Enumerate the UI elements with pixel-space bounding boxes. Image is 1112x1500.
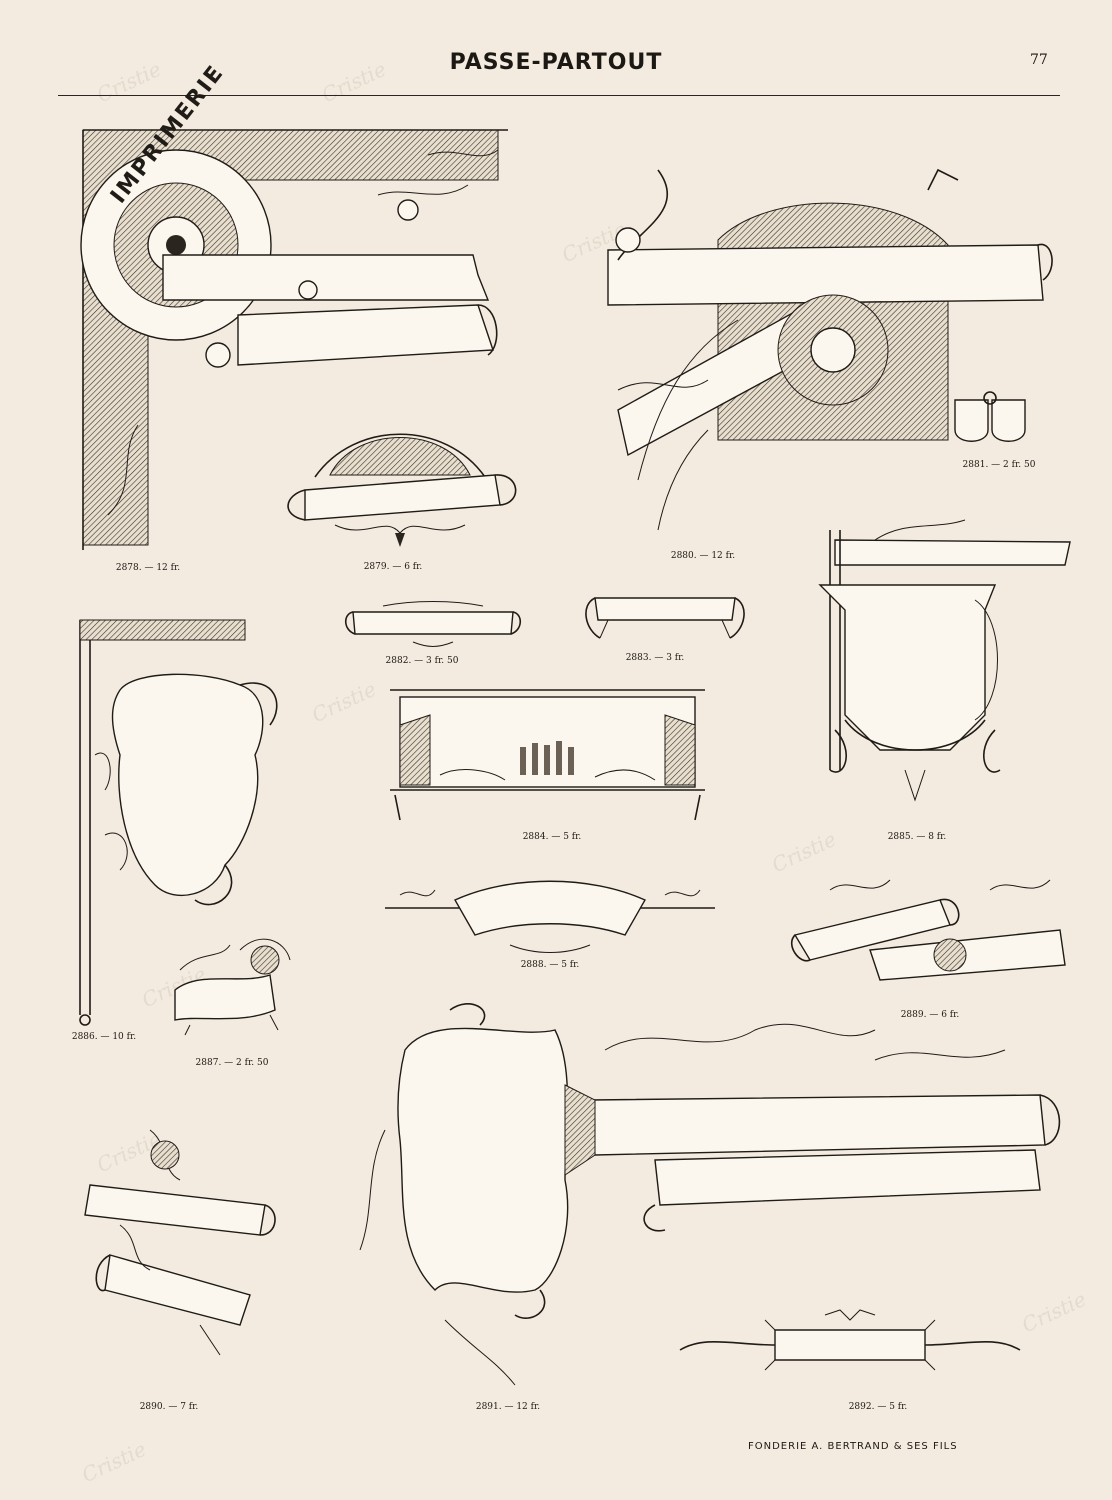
ornament-2886-drawing xyxy=(79,619,278,1026)
ornament-2880-drawing xyxy=(607,168,1053,531)
header-rule xyxy=(58,95,1060,96)
caption-2891: 2891. — 12 fr. xyxy=(475,1402,541,1412)
ornament-2892-drawing xyxy=(679,1309,1021,1371)
caption-2885: 2885. — 8 fr. xyxy=(887,832,947,842)
caption-2889: 2889. — 6 fr. xyxy=(900,1010,960,1020)
watermark: Cristie xyxy=(78,1436,150,1488)
ornament-2881 xyxy=(950,390,1030,450)
caption-2892: 2892. — 5 fr. xyxy=(848,1402,908,1412)
ornament-2887 xyxy=(160,930,300,1040)
caption-2888: 2888. — 5 fr. xyxy=(520,960,580,970)
page-title: PASSE-PARTOUT xyxy=(449,50,663,75)
ornament-2891-drawing xyxy=(359,1003,1061,1386)
ornament-2885-drawing xyxy=(818,519,1071,802)
caption-2880: 2880. — 12 fr. xyxy=(670,551,736,561)
ornament-2889-drawing xyxy=(790,879,1066,981)
ornament-2889 xyxy=(790,870,1075,1000)
caption-2890: 2890. — 7 fr. xyxy=(139,1402,199,1412)
caption-2887: 2887. — 2 fr. 50 xyxy=(195,1058,269,1068)
ornament-2885 xyxy=(815,519,1075,820)
page-number: 77 xyxy=(1030,52,1048,68)
ornament-2886 xyxy=(65,615,290,1026)
ornament-2882 xyxy=(343,600,523,650)
ornament-2887-drawing xyxy=(174,938,291,1036)
caption-2878: 2878. — 12 fr. xyxy=(115,563,181,573)
ornament-2878: IMPRIMERIE xyxy=(78,60,518,555)
ornament-2879 xyxy=(275,415,525,555)
ornament-2892 xyxy=(675,1305,1025,1385)
ornament-2880 xyxy=(598,150,1068,540)
caption-2882: 2882. — 3 fr. 50 xyxy=(385,656,459,666)
ornament-2890 xyxy=(80,1125,290,1365)
caption-2881: 2881. — 2 fr. 50 xyxy=(962,460,1036,470)
caption-2884: 2884. — 5 fr. xyxy=(522,832,582,842)
ornament-2878-drawing xyxy=(80,129,508,550)
ornament-2879-drawing xyxy=(287,433,517,547)
foundry-imprint: FONDERIE A. BERTRAND & SES FILS xyxy=(748,1441,958,1452)
ornament-2888 xyxy=(380,870,720,960)
caption-2886: 2886. — 10 fr. xyxy=(71,1032,137,1042)
ornament-2884-drawing xyxy=(390,689,705,821)
ornament-2891 xyxy=(355,990,1070,1390)
ornament-2882-drawing xyxy=(344,601,522,647)
caption-2883: 2883. — 3 fr. xyxy=(625,653,685,663)
ornament-2881-drawing xyxy=(954,391,1026,442)
ornament-2884 xyxy=(380,685,715,825)
watermark: Cristie xyxy=(308,676,380,728)
ornament-2883-drawing xyxy=(585,597,745,639)
ornament-2888-drawing xyxy=(385,880,715,953)
ornament-2890-drawing xyxy=(84,1129,276,1356)
ornament-2883 xyxy=(580,590,750,645)
caption-2879: 2879. — 6 fr. xyxy=(363,562,423,572)
